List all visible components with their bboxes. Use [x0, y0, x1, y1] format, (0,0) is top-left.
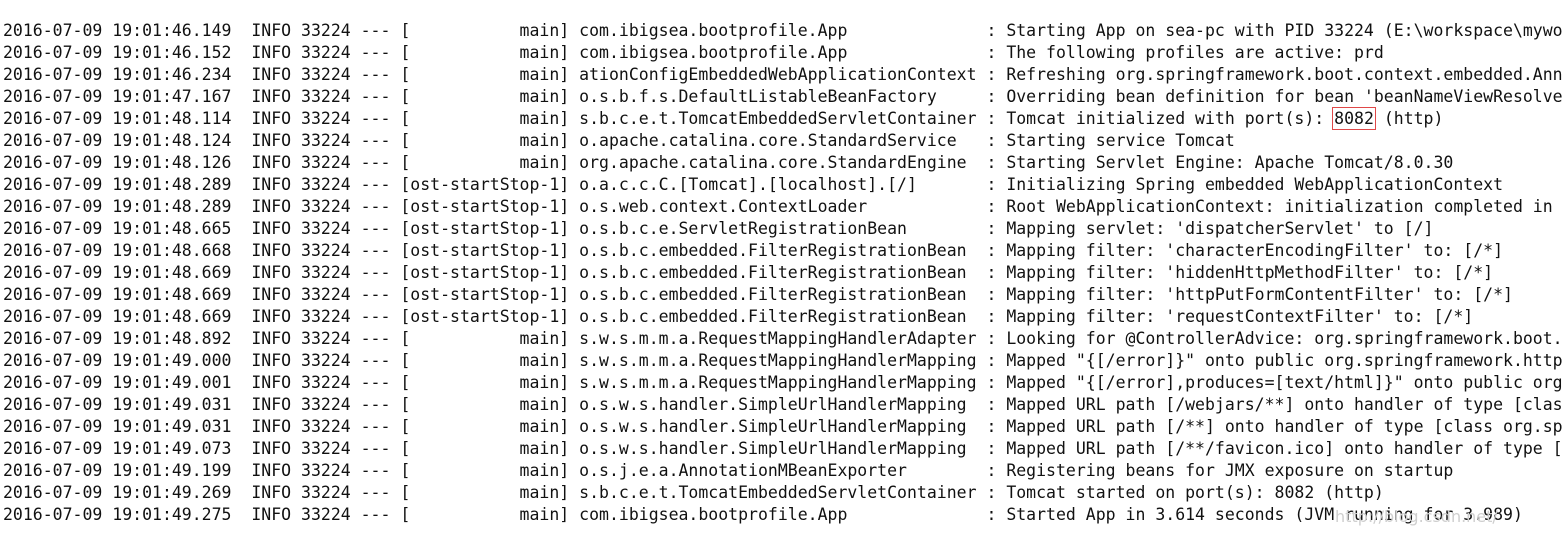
log-line: 2016-07-09 19:01:46.234 INFO 33224 --- […	[3, 65, 1563, 84]
log-line: 2016-07-09 19:01:46.152 INFO 33224 --- […	[3, 43, 1384, 62]
log-line: 2016-07-09 19:01:48.892 INFO 33224 --- […	[3, 329, 1563, 348]
log-line: 2016-07-09 19:01:48.665 INFO 33224 --- […	[3, 219, 1434, 238]
log-line: 2016-07-09 19:01:48.289 INFO 33224 --- […	[3, 175, 1504, 194]
port-highlight: 8082	[1332, 107, 1376, 130]
log-line: 2016-07-09 19:01:49.000 INFO 33224 --- […	[3, 351, 1563, 370]
log-line: 2016-07-09 19:01:48.668 INFO 33224 --- […	[3, 241, 1504, 260]
log-line: 2016-07-09 19:01:48.126 INFO 33224 --- […	[3, 153, 1454, 172]
log-line: 2016-07-09 19:01:47.167 INFO 33224 --- […	[3, 87, 1563, 106]
log-line: 2016-07-09 19:01:48.669 INFO 33224 --- […	[3, 263, 1494, 282]
log-line: 2016-07-09 19:01:49.199 INFO 33224 --- […	[3, 461, 1454, 480]
log-line: 2016-07-09 19:01:49.073 INFO 33224 --- […	[3, 439, 1563, 458]
log-line: 2016-07-09 19:01:48.114 INFO 33224 --- […	[3, 107, 1444, 130]
log-line: 2016-07-09 19:01:49.001 INFO 33224 --- […	[3, 373, 1563, 392]
log-line: 2016-07-09 19:01:48.124 INFO 33224 --- […	[3, 131, 1235, 150]
watermark: http://blog.csdn.net/	[1335, 507, 1498, 526]
log-line: 2016-07-09 19:01:48.669 INFO 33224 --- […	[3, 285, 1513, 304]
log-line: 2016-07-09 19:01:49.031 INFO 33224 --- […	[3, 417, 1563, 436]
log-line: 2016-07-09 19:01:48.669 INFO 33224 --- […	[3, 307, 1474, 326]
log-line: 2016-07-09 19:01:48.289 INFO 33224 --- […	[3, 197, 1553, 216]
log-line: 2016-07-09 19:01:49.275 INFO 33224 --- […	[3, 505, 1523, 524]
log-line: 2016-07-09 19:01:49.031 INFO 33224 --- […	[3, 395, 1563, 414]
log-line: 2016-07-09 19:01:49.269 INFO 33224 --- […	[3, 483, 1384, 502]
log-line: 2016-07-09 19:01:46.149 INFO 33224 --- […	[3, 21, 1563, 40]
